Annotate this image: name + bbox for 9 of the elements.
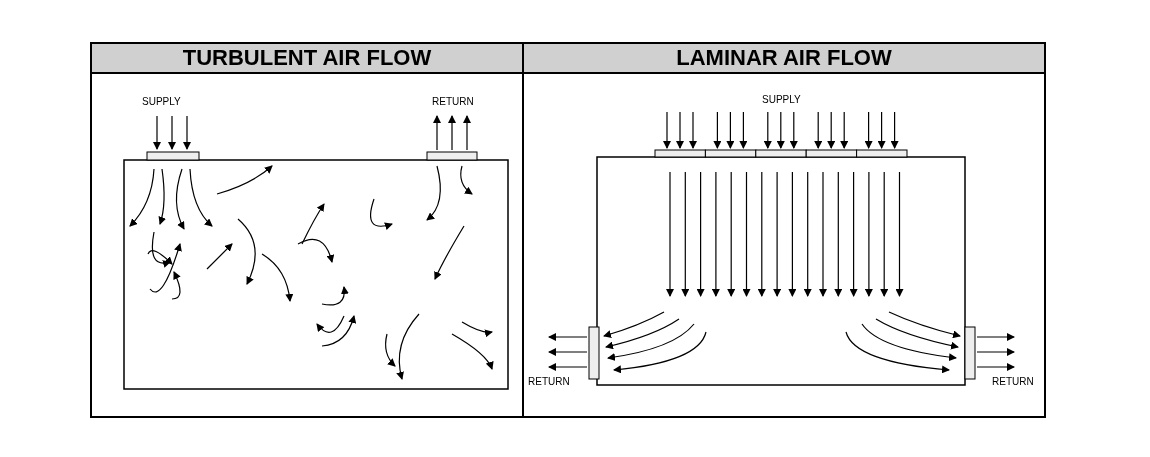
flow-label: RETURN (432, 96, 474, 107)
panel-heading: TURBULENT AIR FLOW (92, 44, 522, 74)
flow-label: SUPPLY (762, 94, 801, 105)
flow-label: RETURN (992, 376, 1034, 387)
panel-heading: LAMINAR AIR FLOW (524, 44, 1044, 74)
flow-label: RETURN (528, 376, 570, 387)
diagram-panel (522, 42, 1046, 418)
diagram-panel (90, 42, 524, 418)
flow-label: SUPPLY (142, 96, 181, 107)
